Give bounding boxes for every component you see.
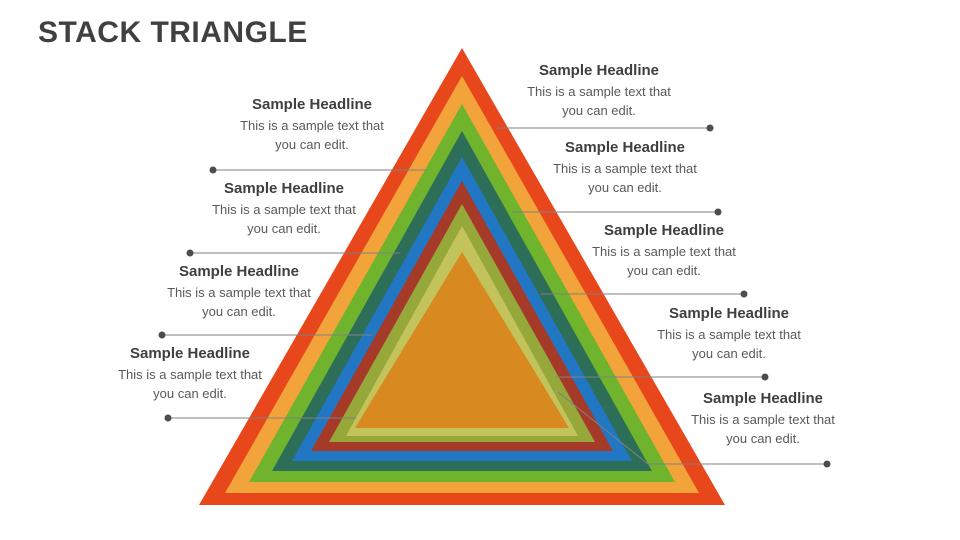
connector-dot [186, 249, 194, 257]
connector-dot [209, 166, 217, 174]
callout-headline: Sample Headline [129, 345, 251, 362]
connector-dot [706, 124, 714, 132]
page-title: STACK TRIANGLE [38, 16, 308, 49]
callout-right-5: Sample Headline This is a sample text th… [673, 390, 853, 448]
callout-right-4: Sample Headline This is a sample text th… [639, 305, 819, 363]
callout-body: This is a sample text that you can edit. [657, 327, 801, 361]
callout-headline: Sample Headline [564, 139, 686, 156]
callout-right-3: Sample Headline This is a sample text th… [574, 222, 754, 280]
callout-body: This is a sample text that you can edit. [167, 285, 311, 319]
callout-right-2: Sample Headline This is a sample text th… [535, 139, 715, 197]
callout-left-1: Sample Headline This is a sample text th… [222, 96, 402, 154]
connector-dot [823, 460, 831, 468]
connector-dot [164, 414, 172, 422]
connector-dot [714, 208, 722, 216]
callout-body: This is a sample text that you can edit. [527, 84, 671, 118]
callout-body: This is a sample text that you can edit. [691, 412, 835, 446]
callout-body: This is a sample text that you can edit. [118, 367, 262, 401]
callout-body: This is a sample text that you can edit. [592, 244, 736, 278]
callout-headline: Sample Headline [178, 263, 300, 280]
callout-headline: Sample Headline [251, 96, 373, 113]
connector-right-1 [497, 124, 714, 132]
callout-left-3: Sample Headline This is a sample text th… [149, 263, 329, 321]
connector-dot [761, 373, 769, 381]
callout-headline: Sample Headline [223, 180, 345, 197]
callout-left-2: Sample Headline This is a sample text th… [194, 180, 374, 238]
callout-right-1: Sample Headline This is a sample text th… [509, 62, 689, 120]
callout-headline: Sample Headline [702, 390, 824, 407]
callout-headline: Sample Headline [603, 222, 725, 239]
connector-dot [158, 331, 166, 339]
callout-body: This is a sample text that you can edit. [212, 202, 356, 236]
callout-left-4: Sample Headline This is a sample text th… [100, 345, 280, 403]
callout-headline: Sample Headline [538, 62, 660, 79]
connector-dot [740, 290, 748, 298]
callout-body: This is a sample text that you can edit. [553, 161, 697, 195]
callout-body: This is a sample text that you can edit. [240, 118, 384, 152]
callout-headline: Sample Headline [668, 305, 790, 322]
